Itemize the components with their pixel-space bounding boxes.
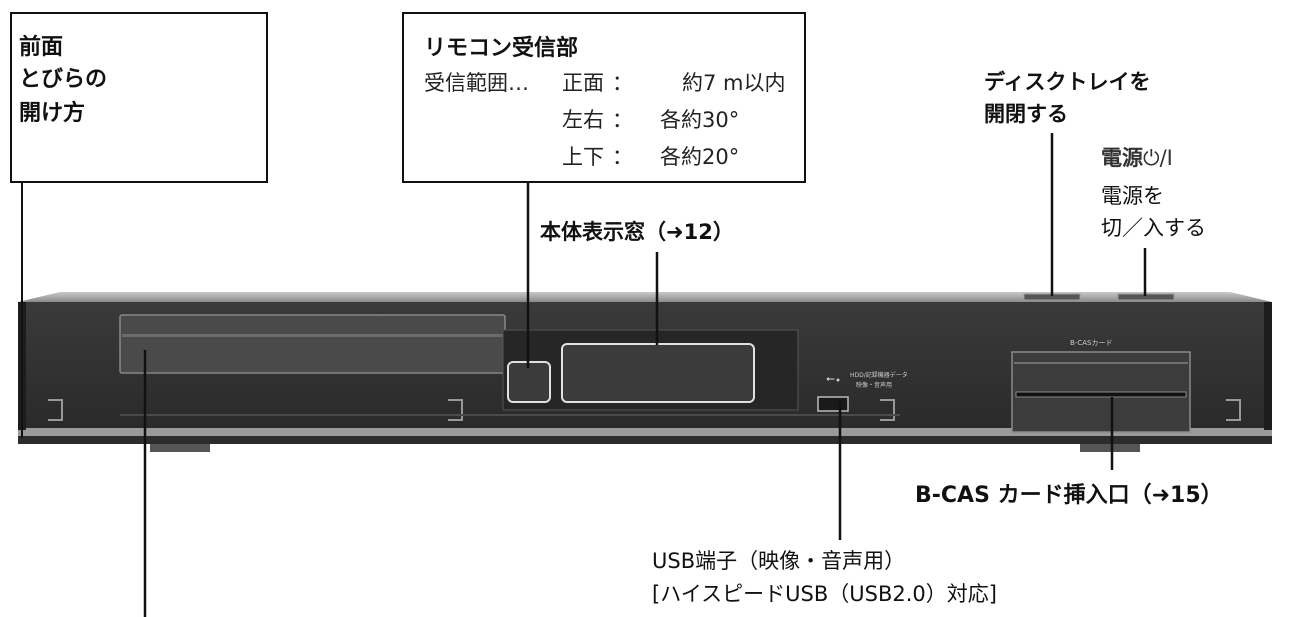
disc-slot-panel: [119, 314, 506, 374]
disc-tray-label-line-1: ディスクトレイを: [984, 70, 1151, 94]
range-row-lr-val: 各約30°: [660, 108, 740, 132]
device-foot: [1080, 444, 1140, 452]
range-row-lr-sep: ：: [612, 108, 633, 132]
remote-receiver-title: リモコン受信部: [424, 36, 579, 61]
device-top-panel: [18, 292, 1272, 302]
range-row-ud-dir: 上下: [562, 145, 604, 169]
device-bottom-trim: [18, 428, 1272, 438]
usb-port: [817, 396, 849, 412]
range-row-front-dir: 正面: [562, 71, 604, 95]
power-title-text: 電源: [1101, 146, 1143, 170]
front-door-label-line-2: とびらの: [19, 67, 108, 92]
power-title: 電源⏻/I: [1101, 142, 1173, 172]
power-desc-line-1: 電源を: [1101, 184, 1164, 208]
bcas-device-label: B-CASカード: [1070, 339, 1113, 347]
usb-port-label-line-1: USB端子（映像・音声用）: [652, 549, 906, 573]
range-row-ud-val: 各約20°: [660, 145, 740, 169]
remote-receiver-range-label: 受信範囲…: [424, 71, 529, 95]
power-desc-line-2: 切／入する: [1101, 216, 1206, 240]
usb-device-label-1: HDD/記録機器データ: [850, 372, 908, 379]
front-door-label-line-3: 開け方: [19, 101, 86, 126]
power-symbol-icon: ⏻/I: [1143, 146, 1173, 170]
usb-device-label-2: 映像・音声用: [856, 382, 893, 389]
bcas-slot-label: B-CAS カード挿入口（➜15）: [915, 483, 1223, 508]
front-display-window: [561, 343, 755, 403]
front-door-callout: [10, 12, 268, 183]
remote-receiver-callout: [402, 12, 806, 183]
range-row-ud-sep: ：: [612, 145, 633, 169]
usb-port-label-line-2: [ハイスピードUSB（USB2.0）対応]: [652, 582, 997, 606]
front-door-label-line-1: 前面: [19, 35, 64, 60]
display-window-label: 本体表示窓（➜12）: [540, 220, 734, 244]
range-row-front-val: 約7 m以内: [682, 71, 786, 95]
disc-tray-label-line-2: 開閉する: [984, 102, 1068, 126]
bcas-card-slot: [1015, 391, 1187, 398]
range-row-lr-dir: 左右: [562, 108, 604, 132]
range-row-front-sep: ：: [612, 71, 633, 95]
usb-symbol-icon: ⭠: [826, 372, 835, 385]
device-foot: [150, 444, 210, 452]
